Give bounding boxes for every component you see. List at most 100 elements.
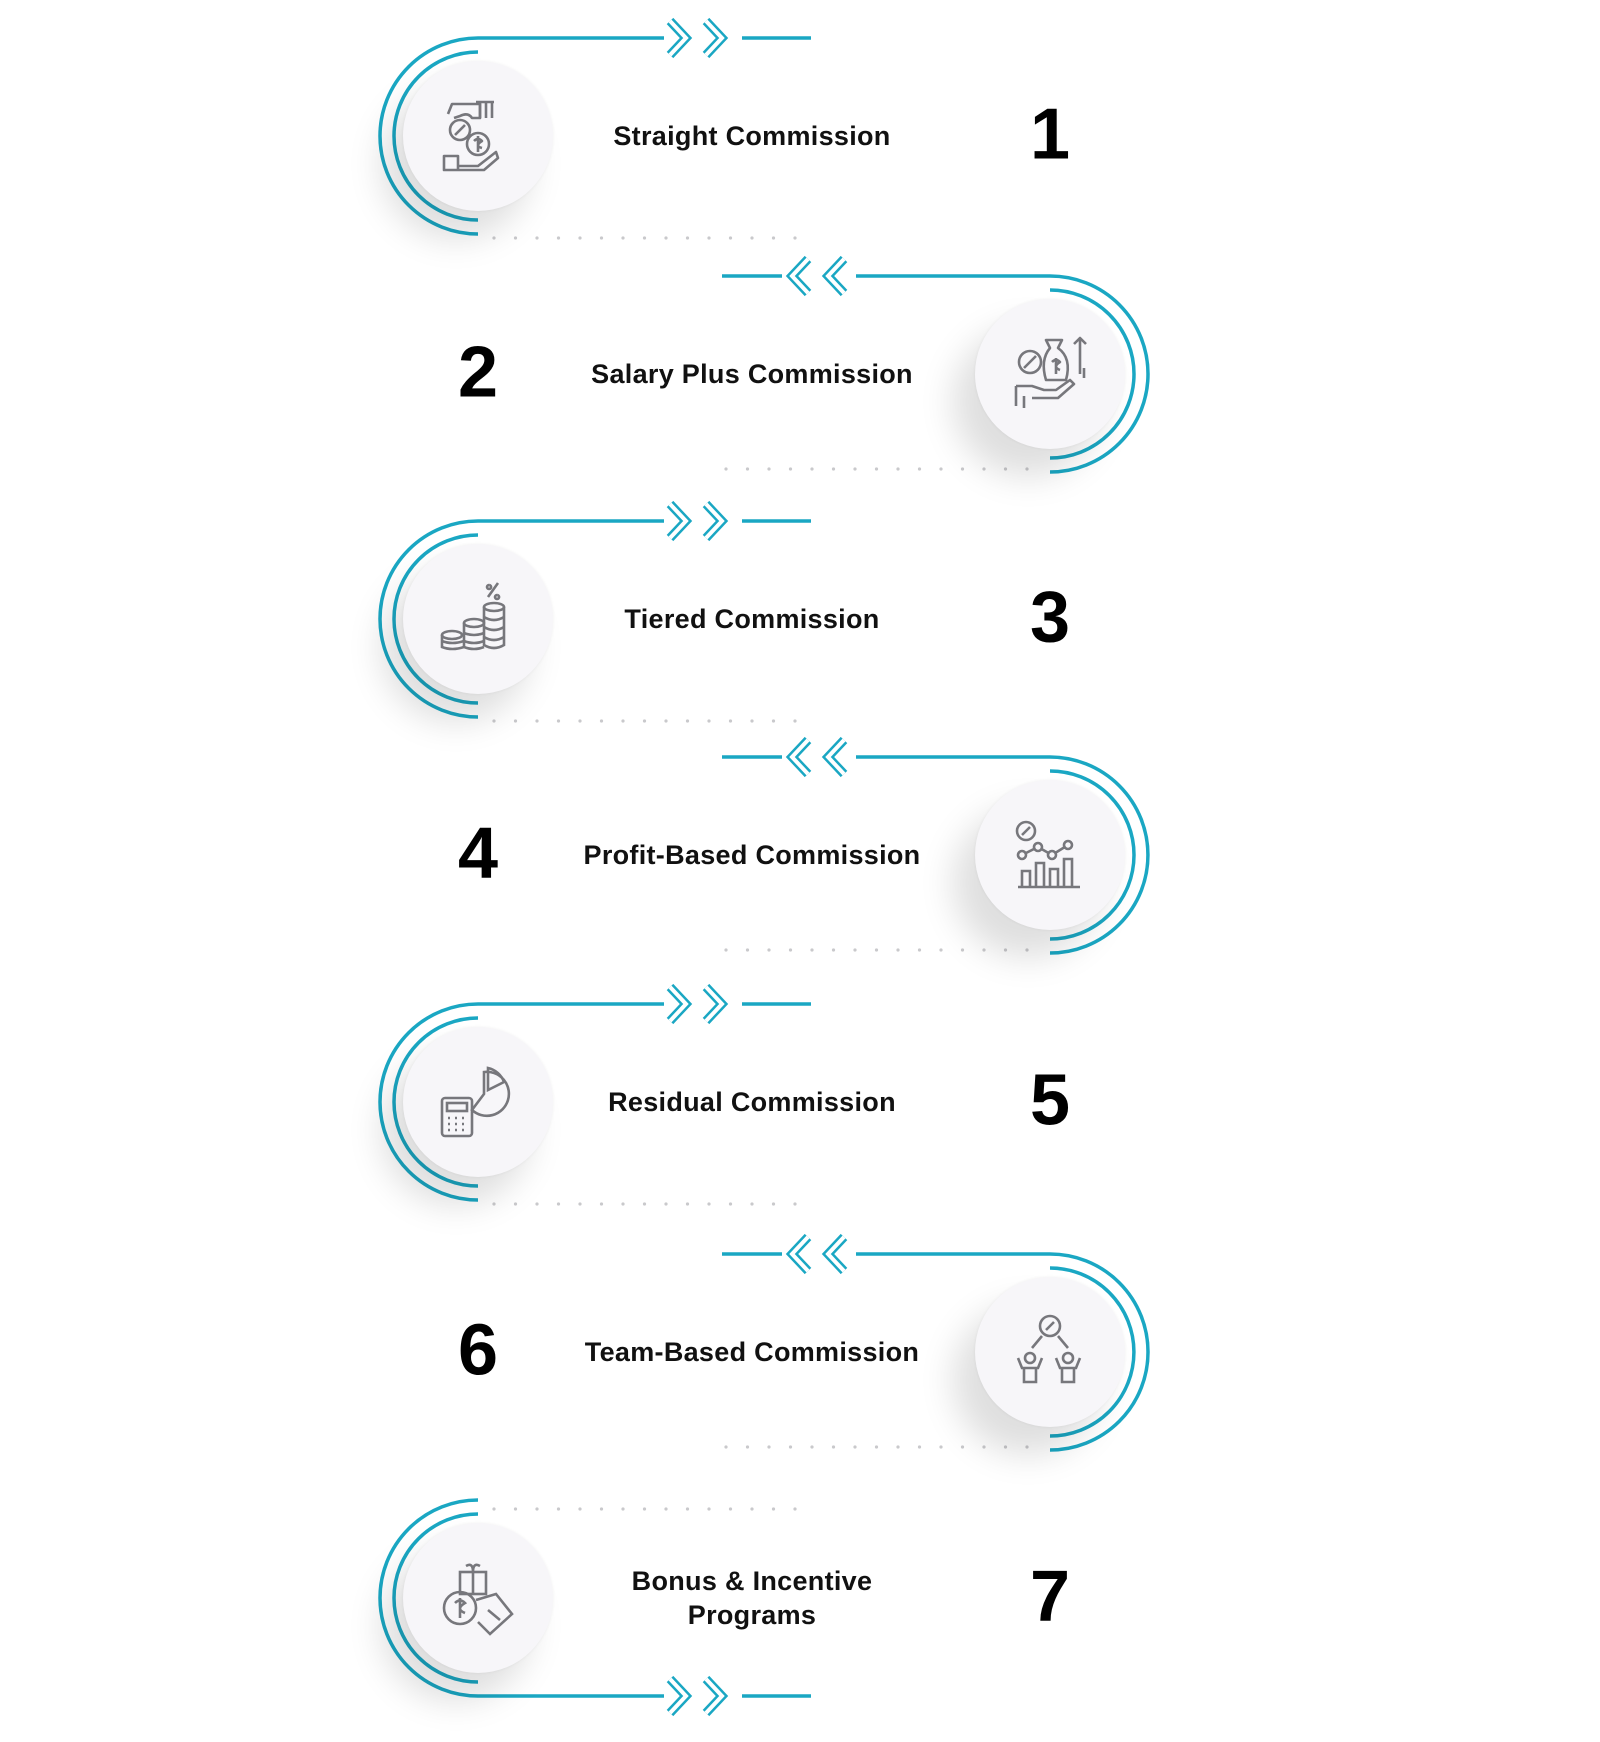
chevron-right-icon xyxy=(704,502,725,540)
dotted-divider xyxy=(578,236,582,240)
decorative-arc xyxy=(378,519,479,719)
decorative-arc xyxy=(1049,755,1150,955)
dotted-divider xyxy=(939,1445,943,1449)
step-title: Profit-Based Commission xyxy=(583,840,921,870)
step-title: Straight Commission xyxy=(613,121,891,151)
dotted-divider xyxy=(728,1202,733,1206)
dotted-divider xyxy=(745,948,750,952)
chevron-right-icon xyxy=(704,985,725,1023)
step-number: 7 xyxy=(1029,1556,1071,1637)
dotted-divider xyxy=(642,1507,647,1511)
dotted-divider xyxy=(939,467,943,471)
dotted-divider xyxy=(771,1202,776,1206)
dotted-divider xyxy=(492,1202,496,1206)
dotted-divider xyxy=(767,948,771,952)
step-icon-disc xyxy=(975,1277,1125,1427)
dotted-divider xyxy=(728,236,733,240)
chevron-right-icon xyxy=(668,19,689,57)
chevron-left-icon xyxy=(789,1235,810,1273)
money-bag-hand-growth-icon xyxy=(1014,336,1087,408)
dotted-divider xyxy=(874,948,879,952)
decorative-arc xyxy=(392,1512,479,1684)
dotted-divider xyxy=(556,1202,561,1206)
decorative-arc xyxy=(1049,288,1136,460)
dotted-divider xyxy=(896,1445,900,1449)
bar-chart-percent-icon xyxy=(1015,820,1080,889)
dotted-divider xyxy=(707,719,711,723)
coin-stacks-percent-icon xyxy=(440,582,506,651)
dotted-divider xyxy=(771,236,776,240)
chevron-right-icon xyxy=(704,19,725,57)
dotted-divider xyxy=(707,1202,711,1206)
dotted-divider xyxy=(982,467,986,471)
dotted-divider xyxy=(724,467,728,471)
chevron-right-icon xyxy=(704,1677,725,1715)
dotted-divider xyxy=(599,1507,604,1511)
dotted-divider xyxy=(707,1507,711,1511)
dotted-divider xyxy=(960,948,965,952)
dotted-divider xyxy=(492,719,496,723)
dotted-divider xyxy=(535,236,539,240)
decorative-arc xyxy=(392,1016,479,1188)
dotted-divider xyxy=(685,236,690,240)
dotted-divider xyxy=(621,236,625,240)
dotted-divider xyxy=(535,1507,539,1511)
dotted-divider xyxy=(642,1202,647,1206)
dotted-divider xyxy=(621,1507,625,1511)
step-title: Salary Plus Commission xyxy=(591,359,913,389)
chevron-left-icon xyxy=(789,257,810,295)
decorative-arc xyxy=(1049,274,1150,474)
dotted-divider xyxy=(874,467,879,471)
dotted-divider xyxy=(707,236,711,240)
dotted-divider xyxy=(982,1445,986,1449)
dotted-divider xyxy=(1003,467,1008,471)
dotted-divider xyxy=(750,1507,754,1511)
dotted-divider xyxy=(535,1202,539,1206)
dotted-divider xyxy=(917,948,922,952)
dotted-divider xyxy=(960,1445,965,1449)
dotted-divider xyxy=(621,719,625,723)
dotted-divider xyxy=(788,467,793,471)
chevron-left-icon xyxy=(825,1235,846,1273)
dotted-divider xyxy=(831,1445,836,1449)
dotted-divider xyxy=(793,236,797,240)
dotted-divider xyxy=(685,1507,690,1511)
step-title: Residual Commission xyxy=(608,1087,896,1117)
chevron-left-icon xyxy=(825,738,846,776)
dotted-divider xyxy=(982,948,986,952)
dotted-divider xyxy=(960,467,965,471)
dotted-divider xyxy=(793,719,797,723)
dotted-divider xyxy=(621,1202,625,1206)
dotted-divider xyxy=(578,1507,582,1511)
dotted-divider xyxy=(767,467,771,471)
step-title: Tiered Commission xyxy=(624,604,880,634)
decorative-arc xyxy=(392,533,479,705)
decorative-arc xyxy=(1049,1266,1136,1438)
decorative-arc xyxy=(378,36,479,236)
dotted-divider xyxy=(917,1445,922,1449)
step-icon-disc xyxy=(403,1523,553,1673)
step-icon-disc xyxy=(975,780,1125,930)
hand-exchange-dollar-percent-icon xyxy=(442,100,500,172)
dotted-divider xyxy=(492,236,496,240)
dotted-divider xyxy=(728,1507,733,1511)
step-title: Team-Based Commission xyxy=(584,1337,920,1367)
dotted-divider xyxy=(535,719,539,723)
step-icon-disc xyxy=(403,1027,553,1177)
dotted-divider xyxy=(1025,467,1029,471)
dotted-divider xyxy=(810,1445,814,1449)
chevron-right-icon xyxy=(668,1677,689,1715)
dotted-divider xyxy=(853,948,857,952)
dotted-divider xyxy=(513,236,518,240)
dotted-divider xyxy=(788,1445,793,1449)
dotted-divider xyxy=(642,719,647,723)
dotted-divider xyxy=(556,1507,561,1511)
chevron-left-icon xyxy=(789,738,810,776)
step-number: 1 xyxy=(1029,94,1071,175)
dotted-divider xyxy=(745,467,750,471)
decorative-arc xyxy=(1049,769,1136,941)
dotted-divider xyxy=(853,467,857,471)
dotted-divider xyxy=(664,1507,668,1511)
dotted-divider xyxy=(599,236,604,240)
step-icon-disc xyxy=(403,61,553,211)
